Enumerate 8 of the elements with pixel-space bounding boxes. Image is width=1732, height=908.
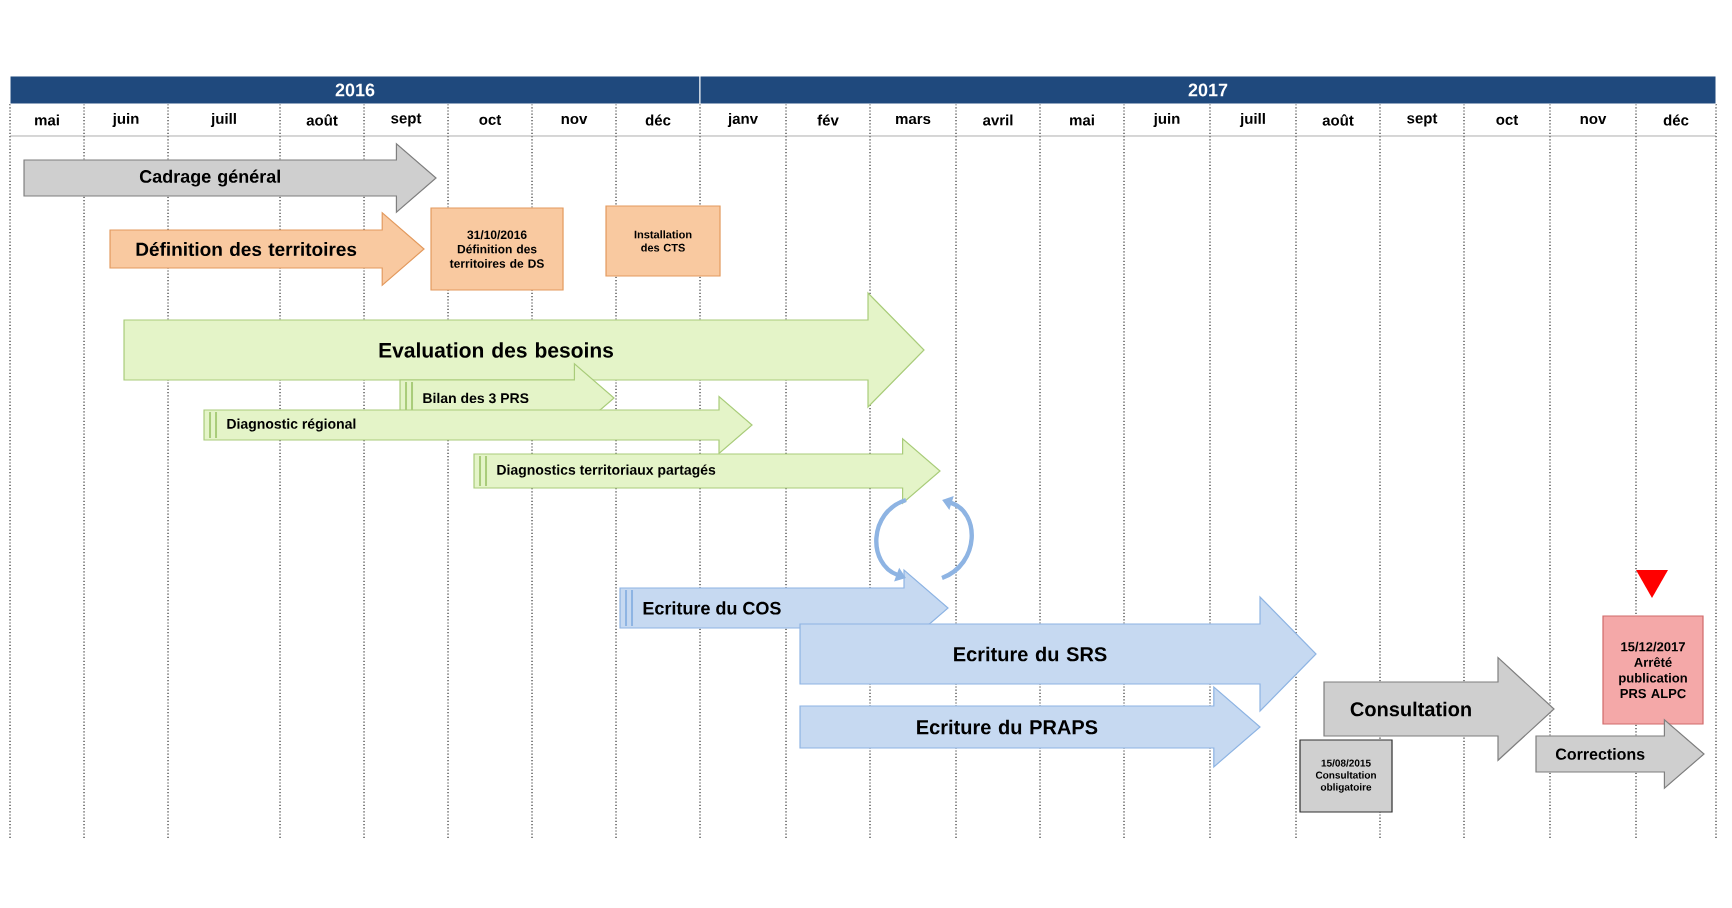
task-bar: Consultation bbox=[1323, 656, 1555, 762]
task-bar: Corrections bbox=[1535, 718, 1705, 790]
task-bar: Définition des territoires bbox=[109, 211, 425, 287]
task-bar: Ecriture du PRAPS bbox=[799, 685, 1261, 769]
task-bar: Cadrage général bbox=[23, 142, 437, 214]
year-header: 2017 bbox=[699, 75, 1717, 105]
year-header: 2016 bbox=[9, 75, 701, 105]
task-bar: Ecriture du SRS bbox=[799, 595, 1317, 713]
